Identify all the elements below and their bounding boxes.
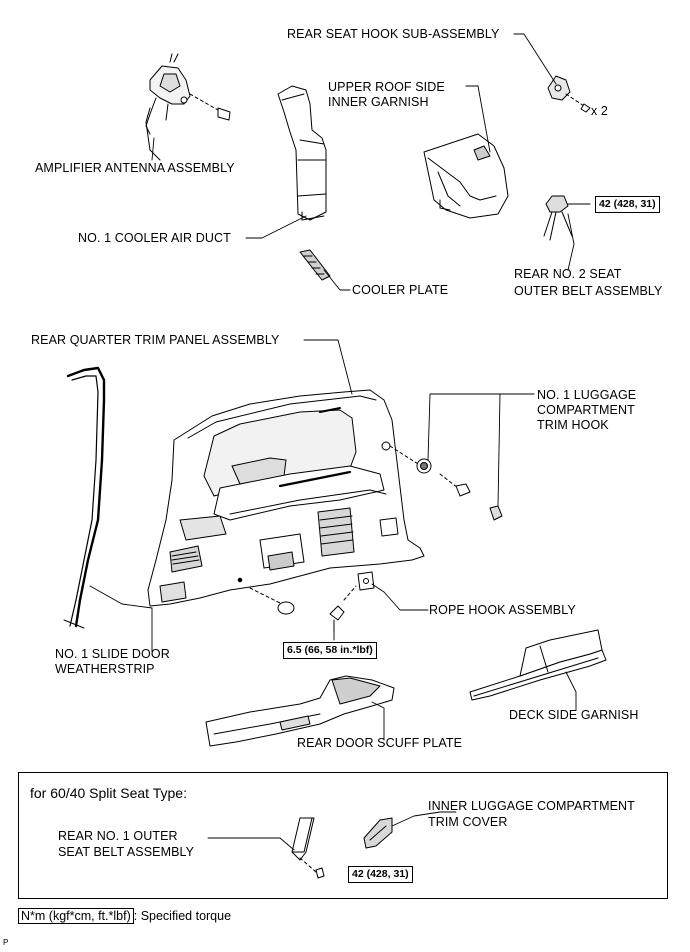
label-rear-no1-belt-line2: SEAT BELT ASSEMBLY [58,845,195,859]
label-slide-door-line2: WEATHERSTRIP [55,662,155,676]
label-rope-hook: ROPE HOOK ASSEMBLY [429,603,576,617]
slide-door-weatherstrip-part [63,366,106,629]
legend-unit-box: N*m (kgf*cm, ft.*lbf) [18,908,134,924]
amplifier-antenna-part [145,53,231,161]
label-upper-roof-line1: UPPER ROOF SIDE [328,80,445,94]
rear-quarter-trim-panel-part [147,389,425,607]
torque-rope-hook-bolt: 6.5 (66, 58 in.*lbf) [283,642,377,659]
leader-lines [89,33,577,851]
label-slide-door-line1: NO. 1 SLIDE DOOR [55,647,170,661]
panel-title: for 60/40 Split Seat Type: [30,785,187,801]
split-seat-panel [18,772,668,899]
torque-belt-no1: 42 (428, 31) [348,866,413,883]
label-cooler-plate: COOLER PLATE [352,283,449,297]
luggage-trim-hook-part [389,445,503,521]
rope-hook-part [249,571,375,633]
label-cooler-air-duct: NO. 1 COOLER AIR DUCT [78,231,231,245]
label-quantity: x 2 [591,104,608,118]
label-luggage-hook-line3: TRIM HOOK [537,418,609,432]
label-rear-quarter-trim: REAR QUARTER TRIM PANEL ASSEMBLY [31,333,280,347]
deck-side-garnish-part [469,629,607,701]
footer-mark: P [3,938,9,947]
cooler-plate-part [299,249,331,281]
rear-door-scuff-plate-part [205,675,395,747]
label-upper-roof-line2: INNER GARNISH [328,95,429,109]
torque-legend: N*m (kgf*cm, ft.*lbf): Specified torque [18,908,232,924]
label-scuff-plate: REAR DOOR SCUFF PLATE [297,736,463,750]
rear-seat-hook-part [547,75,591,113]
legend-text: : Specified torque [133,909,232,923]
label-amplifier-antenna: AMPLIFIER ANTENNA ASSEMBLY [35,161,235,175]
label-rear-no2-belt-line1: REAR NO. 2 SEAT [514,267,622,281]
label-rear-seat-hook: REAR SEAT HOOK SUB-ASSEMBLY [287,27,500,41]
label-luggage-hook-line2: COMPARTMENT [537,403,635,417]
rear-no2-belt-part [543,195,591,241]
label-rear-no1-belt-line1: REAR NO. 1 OUTER [58,829,178,843]
cooler-air-duct-part [277,85,327,221]
label-inner-cover-line1: INNER LUGGAGE COMPARTMENT [428,799,635,813]
label-deck-side-garnish: DECK SIDE GARNISH [509,708,639,722]
label-inner-cover-line2: TRIM COVER [428,815,508,829]
label-rear-no2-belt-line2: OUTER BELT ASSEMBLY [514,284,663,298]
torque-belt-no2: 42 (428, 31) [595,196,660,213]
upper-roof-garnish-part [423,133,509,219]
inner-cover-part [363,817,393,849]
label-luggage-hook-line1: NO. 1 LUGGAGE [537,388,637,402]
rear-no1-belt-part [291,817,325,879]
